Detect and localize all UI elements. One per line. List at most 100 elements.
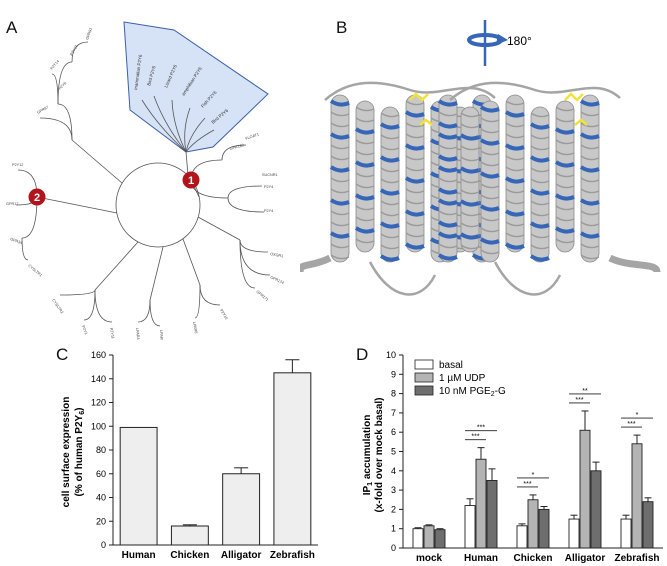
helix-turn — [459, 133, 480, 141]
helix-turn — [379, 155, 400, 163]
helix-turn — [438, 111, 458, 117]
helix-turn — [437, 231, 458, 239]
helix-turn — [460, 112, 480, 118]
tree-branch — [39, 117, 73, 141]
helix-turn — [355, 139, 375, 145]
legend-label-pge2g: 10 nM PGE2-G — [439, 386, 506, 398]
helix-turn — [329, 99, 350, 107]
helix-turn — [404, 110, 425, 118]
tree-leaf-label: GPR174 — [270, 275, 285, 285]
legend-label-udp: 1 µM UDP — [439, 373, 486, 384]
chart-c-ytick-label: 160 — [91, 350, 106, 360]
chart-c-bar — [273, 372, 312, 546]
chart-d-ytick-label: 7 — [391, 408, 396, 418]
node-badge-2: 2 — [28, 188, 46, 206]
tree-branch — [227, 185, 263, 199]
helix-turn — [479, 171, 500, 179]
helix-turn — [380, 244, 400, 250]
tree-branch — [21, 237, 29, 261]
tree-leaf-label: LPAR6 — [192, 321, 198, 333]
helix-turn — [438, 144, 458, 150]
helix-turn — [579, 165, 600, 173]
helix-turn — [460, 178, 480, 184]
helix-turn — [504, 242, 525, 250]
helix-turn — [404, 209, 425, 217]
tree-leaf-label: GPR183 — [229, 143, 244, 151]
chart-c-ytick-label: 140 — [91, 374, 106, 384]
tree-branch — [83, 289, 96, 321]
helix-turn — [405, 232, 425, 238]
helix-turn — [480, 194, 500, 200]
chart-c-category-label: Zebrafish — [270, 550, 315, 561]
chart-d-bar — [475, 458, 487, 549]
helix-turn — [505, 232, 525, 238]
helix-turn — [355, 117, 375, 123]
helix-turn — [580, 188, 600, 194]
tree-leaf-label: CYSLTR1 — [27, 264, 42, 278]
panel-letter-b: B — [336, 18, 348, 37]
significance-mark: * — [532, 472, 535, 479]
helix-turn — [579, 99, 600, 107]
intracellular-loop — [368, 261, 437, 296]
helix-turn — [460, 244, 480, 250]
helix-turn — [459, 199, 480, 207]
helix-turn — [380, 134, 400, 140]
tree-leaf-label: LPAR4 — [135, 328, 140, 340]
disulfide-bond — [574, 118, 588, 126]
helix-turn — [505, 221, 525, 227]
helix-turn — [480, 249, 500, 255]
helix-turn — [330, 188, 350, 194]
tree-branch — [153, 95, 187, 153]
chart-d-bar — [620, 518, 632, 549]
tree-branch — [239, 239, 269, 253]
helix-turn — [437, 154, 458, 162]
tree-leaf-label: P2Y4 — [264, 209, 273, 213]
chart-d-ytick-label: 10 — [386, 350, 396, 360]
tree-branch — [141, 99, 187, 153]
legend-label-pge2g-main: 10 nM PGE — [439, 386, 491, 397]
tree-leaf-label: CYSLTR2 — [51, 298, 64, 314]
tree-branch — [221, 144, 247, 161]
helix-turn — [580, 111, 600, 117]
helix-turn — [505, 133, 525, 139]
tree-branch — [194, 284, 201, 319]
helix-turn — [480, 183, 500, 189]
chart-d-bar — [434, 529, 446, 549]
chart-c-ytick-label: 100 — [91, 421, 106, 431]
chart-d-legend: basal 1 µM UDP 10 nM PGE2-G — [414, 359, 506, 398]
chart-d-bar — [590, 470, 602, 549]
helix-turn — [505, 122, 525, 128]
helix-turn — [580, 210, 600, 216]
transmembrane-helix — [380, 106, 400, 263]
tree-branch — [185, 129, 215, 153]
helix-turn — [479, 237, 500, 245]
chart-c-bar — [170, 525, 209, 546]
helix-turn — [404, 143, 425, 151]
rotation-label: 180° — [507, 34, 532, 48]
helix-turn — [379, 221, 400, 229]
helix-turn — [405, 188, 425, 194]
chart-c-ytick-label: 120 — [91, 398, 106, 408]
chart-d-category-label: Human — [464, 553, 498, 564]
significance-mark: * — [636, 412, 639, 419]
clade-leaf-label: Bird P2Y6 — [146, 65, 157, 86]
chart-d-bar — [642, 501, 654, 549]
chart-c-ylabel-sub: 6 — [79, 411, 86, 415]
panel-letter-a: A — [6, 18, 18, 37]
helix-turn — [460, 145, 480, 151]
chart-d-ylabel-sub: 1 — [367, 482, 374, 486]
helix-turn — [529, 221, 550, 229]
helix-turn — [580, 254, 600, 260]
helix-turn — [579, 198, 600, 206]
helix-turn — [405, 122, 425, 128]
helix-turn — [530, 233, 550, 239]
helix-turn — [354, 226, 375, 234]
chart-c-ytick-label: 40 — [96, 493, 106, 503]
tree-branch — [239, 239, 256, 289]
chart-c-ylabel-line2-main: (% of human P2Y — [74, 414, 85, 496]
tree-branch — [171, 99, 187, 153]
chart-d-ylabel: IP1 accumulation (x-fold over mock basal… — [362, 397, 385, 512]
tree-leaf-label: P2Y13 — [69, 45, 78, 57]
chart-c-ylabel-line1: cell surface expression — [61, 397, 72, 508]
